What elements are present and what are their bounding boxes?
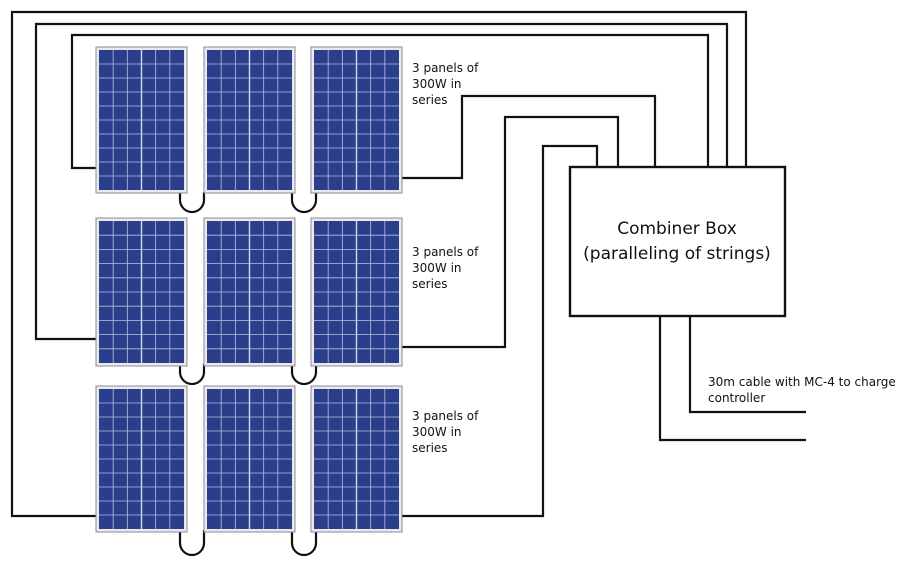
solar-panel-r2-c2 [203,217,296,367]
row1-negative-wire [70,33,710,170]
string-label-1: 3 panels of 300W in series [412,61,479,107]
solar-panel-r3-c3 [310,385,403,533]
row3-positive-wire [400,144,599,518]
string-label-line: 3 panels of [412,61,479,75]
row3-jumper-2 [290,530,318,557]
row3-jumper-1 [178,530,206,557]
solar-panel-r3-c2 [203,385,296,533]
string-label-line: series [412,277,448,291]
combiner-box-subtitle: (paralleling of strings) [583,244,771,264]
string-label-line: 300W in [412,425,462,439]
row1-positive-wire [400,94,657,180]
solar-panel-r3-c1 [95,385,188,533]
string-label-line: 3 panels of [412,245,479,259]
output-cable-label-line1: 30m cable with MC-4 to charge [708,375,896,389]
output-cable-label: 30m cable with MC-4 to charge controller [708,375,896,405]
output-cable-positive [688,316,806,414]
solar-panel-r1-c3 [310,46,403,194]
solar-panel-r2-c3 [310,217,403,367]
string-label-2: 3 panels of 300W in series [412,245,479,291]
combiner-box-title: Combiner Box [617,219,737,239]
wiring [10,10,806,557]
row3-negative-wire [10,10,748,518]
row2-jumper-1 [178,364,206,386]
solar-panel-r1-c2 [203,46,296,194]
row1-jumper-1 [178,192,206,214]
panel-array [95,46,403,533]
output-cable-label-line2: controller [708,391,765,405]
row2-negative-wire [34,22,729,341]
row2-positive-wire [400,115,620,349]
row1-jumper-2 [290,192,318,214]
string-label-line: series [412,441,448,455]
solar-panel-r2-c1 [95,217,188,367]
combiner-box: Combiner Box (paralleling of strings) [568,165,787,318]
output-cable-negative [658,316,806,442]
row2-jumper-2 [290,364,318,386]
string-label-line: 300W in [412,261,462,275]
string-label-3: 3 panels of 300W in series [412,409,479,455]
string-label-line: 3 panels of [412,409,479,423]
combiner-box-outline [568,165,787,318]
string-label-line: series [412,93,448,107]
solar-panel-r1-c1 [95,46,188,194]
string-label-line: 300W in [412,77,462,91]
